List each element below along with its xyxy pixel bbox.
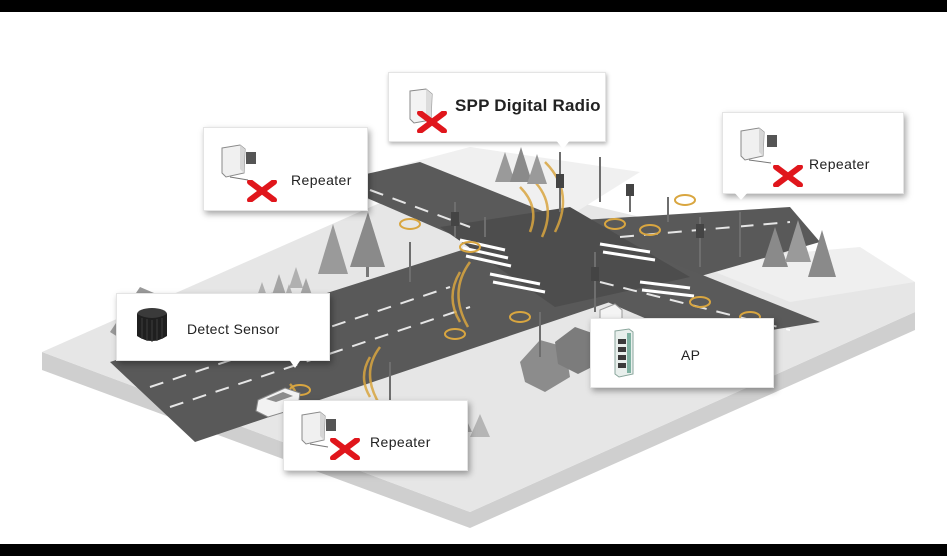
detect-sensor-pointer: [288, 358, 302, 368]
spp-digital-radio-pointer: [555, 139, 571, 149]
spp-digital-radio-label: SPP Digital Radio: [455, 96, 601, 115]
repeater-bottom-callout: Repeater: [283, 400, 468, 471]
puck-sensor-icon: [137, 308, 167, 342]
diagram-canvas: SPP Digital Radio Repeater Repeater: [0, 12, 947, 544]
detect-sensor-callout: Detect Sensor: [116, 293, 330, 361]
repeater-enclosure-icon: [301, 411, 336, 448]
repeater-right-callout: Repeater: [722, 112, 904, 194]
spp-digital-radio-callout: SPP Digital Radio: [388, 72, 606, 142]
x-mark-icon: [417, 111, 447, 133]
intersection-scene: [42, 147, 915, 528]
detect-sensor-label: Detect Sensor: [187, 321, 280, 337]
crosswalks: [459, 238, 695, 298]
repeater-left-label: Repeater: [291, 172, 352, 188]
x-mark-icon: [247, 180, 277, 202]
x-mark-icon: [330, 438, 360, 460]
repeater-left-callout: Repeater: [203, 127, 368, 211]
repeater-right-pointer: [733, 191, 749, 200]
signal-poles: [389, 152, 741, 412]
din-rail-ap-icon: [614, 328, 634, 378]
ap-callout: AP: [590, 318, 774, 388]
repeater-bottom-label: Repeater: [370, 434, 431, 450]
intersection-core: [440, 207, 690, 307]
repeater-enclosure-icon: [740, 127, 777, 164]
x-mark-icon: [773, 165, 803, 187]
repeater-enclosure-icon: [221, 144, 256, 181]
repeater-right-label: Repeater: [809, 156, 870, 172]
ap-label: AP: [681, 347, 701, 363]
